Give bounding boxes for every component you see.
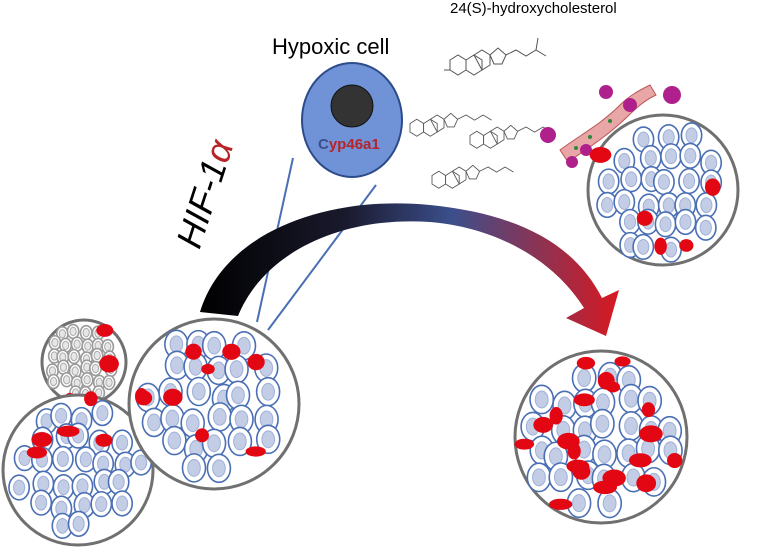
lower-left-cluster xyxy=(1,391,155,547)
lower-right-cluster xyxy=(513,349,689,525)
central-tumor-cluster xyxy=(127,317,301,491)
arrow-icon xyxy=(200,203,619,336)
oxysterol-label: 24(S)-hydroxycholesterol xyxy=(450,0,617,17)
gene-label-main: yp46a1 xyxy=(328,136,380,153)
hypoxic-cell-title: Hypoxic cell xyxy=(272,34,390,59)
gene-label: Cyp46a1 xyxy=(318,136,380,153)
cholesterol-molecule-icon xyxy=(409,37,552,189)
gene-label-prefix: C xyxy=(318,136,329,153)
hypoxic-cell-icon xyxy=(301,62,403,178)
upper-right-cluster xyxy=(586,113,740,267)
immune-cells xyxy=(540,85,681,168)
